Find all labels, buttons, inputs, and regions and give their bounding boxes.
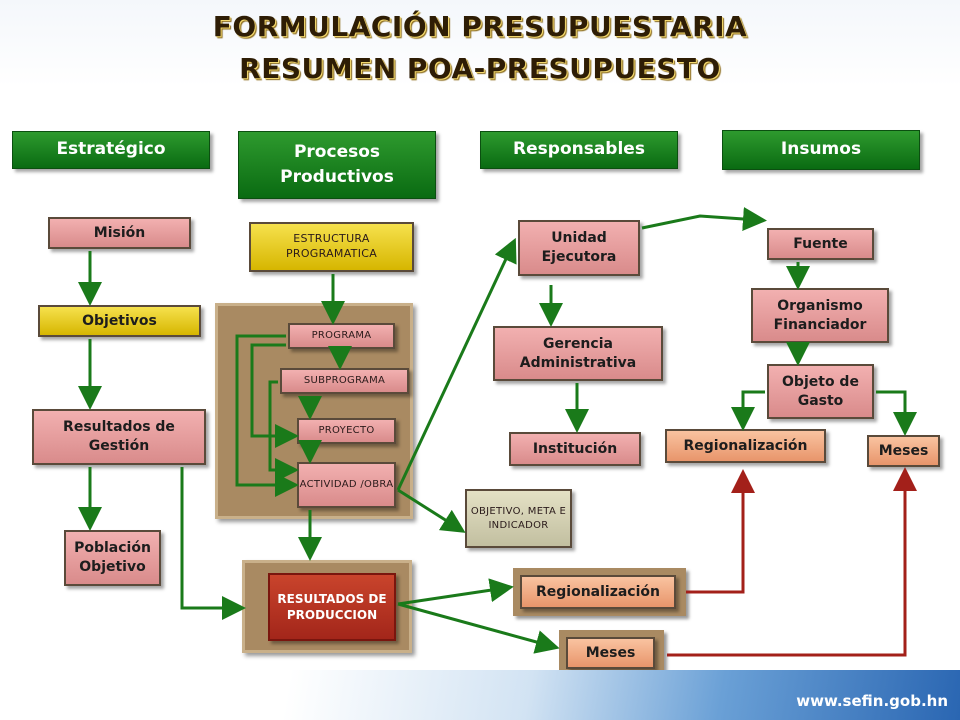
resultados-produccion-box: RESULTADOS DE PRODUCCION (268, 573, 396, 641)
objeto-gasto-box: Objeto de Gasto (767, 364, 874, 419)
arrow-resultados-meses (397, 602, 560, 654)
arrow-resultados-regionalizacion (397, 578, 514, 606)
regionalizacion-insumos-box: Regionalización (665, 429, 826, 463)
slide-title: FORMULACIÓN PRESUPUESTARIA (212, 10, 748, 43)
actividad-obra-box: ACTIVIDAD /OBRA (297, 462, 396, 508)
mision-box: Misión (48, 217, 191, 249)
arrow-resultados-produccion (180, 467, 246, 620)
regionalizacion-responsables-box: Regionalización (520, 575, 676, 609)
arrow-unidad-fuente (641, 206, 767, 231)
arrow-objeto-meses (876, 390, 917, 436)
header-procesos-productivos: Procesos Productivos (238, 131, 436, 199)
arrow-regionalizacion-link (686, 469, 755, 594)
arrow-objeto-regionalizacion (731, 390, 765, 431)
resultados-gestion-box: Resultados de Gestión (32, 409, 206, 465)
institucion-box: Institución (509, 432, 641, 466)
arrow-meses-link (667, 467, 917, 657)
arrow-programa-actividad (235, 334, 299, 497)
programa-box: PROGRAMA (288, 323, 395, 349)
poblacion-objetivo-box: Población Objetivo (64, 530, 161, 586)
organismo-financiador-box: Organismo Financiador (751, 288, 889, 343)
header-responsables: Responsables (480, 131, 678, 169)
gerencia-administrativa-box: Gerencia Administrativa (493, 326, 663, 381)
meses-responsables-box: Meses (566, 637, 655, 669)
header-estrategico: Estratégico (12, 131, 210, 169)
objetivo-meta-indicador-box: OBJETIVO, META E INDICADOR (465, 489, 572, 548)
fuente-box: Fuente (767, 228, 874, 260)
arrow-subprograma-actividad (268, 380, 299, 482)
meses-insumos-box: Meses (867, 435, 940, 467)
arrow-actividad-unidad (396, 237, 517, 491)
arrow-actividad-objetivo (397, 488, 466, 533)
estructura-programatica-box: ESTRUCTURA PROGRAMATICA (249, 222, 414, 272)
unidad-ejecutora-box: Unidad Ejecutora (518, 220, 640, 276)
objetivos-box: Objetivos (38, 305, 201, 337)
footer-bar (0, 670, 960, 720)
website-url: www.sefin.gob.hn (796, 692, 948, 710)
header-insumos: Insumos (722, 130, 920, 170)
slide-subtitle: RESUMEN POA-PRESUPUESTO (239, 52, 721, 85)
